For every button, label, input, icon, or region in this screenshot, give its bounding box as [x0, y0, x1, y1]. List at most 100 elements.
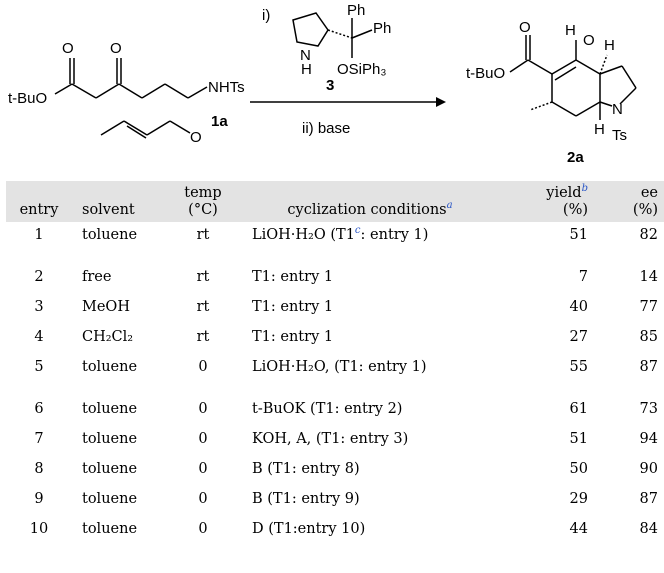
step-ii-label: ii) base [302, 120, 350, 137]
cell-entry: 2 [34, 269, 44, 285]
cell-conditions: B (T1: entry 9) [238, 486, 492, 516]
product-h1-label: H [565, 22, 576, 39]
catalyst-ph1-label: Ph [347, 2, 365, 19]
reactant-o2-label: O [110, 40, 122, 57]
cell-entry: 1 [34, 227, 44, 243]
cell-conditions: LiOH·H₂O, (T1: entry 1) [238, 354, 492, 396]
conditions-rest: : entry 1) [360, 227, 429, 243]
table-row: 4 CH₂Cl₂ rt T1: entry 1 27 85 [6, 324, 664, 354]
footnote-a[interactable]: a [446, 200, 453, 212]
cell-temp: rt [196, 329, 210, 345]
cell-solvent: MeOH [82, 299, 130, 315]
footnote-b[interactable]: b [581, 183, 588, 195]
conditions-text: T1: entry 1 [252, 268, 452, 287]
conditions-text: t-BuOK (T1: entry 2) [252, 400, 452, 419]
conditions-table-wrapper: entry solvent temp(°C) cyclization condi… [6, 181, 664, 546]
cell-entry: 9 [34, 491, 44, 507]
header-temp: temp(°C) [184, 185, 222, 218]
cell-conditions: T1: entry 1 [238, 294, 492, 324]
conditions-text: T1: entry 1 [252, 298, 452, 317]
cell-conditions: B (T1: entry 8) [238, 456, 492, 486]
conditions-main: LiOH·H₂O (T1 [252, 227, 355, 243]
product-ts-label: Ts [612, 127, 627, 144]
product-h3-label: H [594, 121, 605, 138]
cell-ee: 84 [639, 521, 658, 537]
product-label: 2a [567, 149, 584, 166]
reactant-o3-label: O [190, 129, 202, 146]
cell-temp: 0 [198, 431, 208, 447]
cell-ee: 87 [639, 491, 658, 507]
cell-ee: 14 [639, 269, 658, 285]
cell-yield: 44 [569, 521, 588, 537]
cell-yield: 7 [578, 269, 588, 285]
cell-conditions: t-BuOK (T1: entry 2) [238, 396, 492, 426]
cell-ee: 82 [639, 227, 658, 243]
cell-entry: 7 [34, 431, 44, 447]
cell-ee: 85 [639, 329, 658, 345]
conditions-text: B (T1: entry 9) [252, 490, 452, 509]
cell-solvent: toluene [82, 401, 138, 417]
cell-solvent: toluene [82, 491, 138, 507]
footnote-c[interactable]: c [354, 225, 361, 237]
cell-temp: rt [196, 269, 210, 285]
cell-temp: 0 [198, 521, 208, 537]
catalyst-structure [292, 12, 373, 58]
table-row: 9 toluene 0 B (T1: entry 9) 29 87 [6, 486, 664, 516]
cell-yield: 51 [569, 227, 588, 243]
conditions-main: T1: entry 1 [252, 269, 334, 285]
cell-entry: 8 [34, 461, 44, 477]
conditions-main: D (T1:entry 10) [252, 521, 366, 537]
conditions-main: KOH, A, (T1: entry 3) [252, 431, 409, 447]
catalyst-label: 3 [326, 77, 334, 94]
conditions-text: D (T1:entry 10) [252, 520, 452, 539]
cell-yield: 40 [569, 299, 588, 315]
cell-solvent: toluene [82, 359, 138, 375]
product-ester-label: t-BuO [466, 65, 505, 82]
cell-solvent: toluene [82, 227, 138, 243]
header-yield: yieldb(%) [546, 183, 588, 218]
product-2a-structure [509, 35, 637, 120]
cell-conditions: KOH, A, (T1: entry 3) [238, 426, 492, 456]
cell-entry: 4 [34, 329, 44, 345]
cell-conditions: T1: entry 1 [238, 264, 492, 294]
cell-yield: 29 [569, 491, 588, 507]
cell-yield: 27 [569, 329, 588, 345]
cell-entry: 3 [34, 299, 44, 315]
catalyst-osi-label: OSiPh₃ [337, 61, 386, 78]
cell-solvent: toluene [82, 521, 138, 537]
conditions-main: t-BuOK (T1: entry 2) [252, 401, 403, 417]
conditions-table: entry solvent temp(°C) cyclization condi… [6, 181, 664, 546]
cell-solvent: CH₂Cl₂ [82, 329, 134, 345]
product-h2-label: H [604, 37, 615, 54]
cell-yield: 50 [569, 461, 588, 477]
cell-ee: 77 [639, 299, 658, 315]
reactant-1a-structure [54, 58, 208, 139]
conditions-main: T1: entry 1 [252, 329, 334, 345]
conditions-text: T1: entry 1 [252, 328, 452, 347]
cell-yield: 51 [569, 431, 588, 447]
reactant-nhts-label: NHTs [208, 79, 245, 96]
cell-solvent: toluene [82, 461, 138, 477]
cell-conditions: LiOH·H₂O (T1c: entry 1) [238, 222, 492, 264]
catalyst-h-label: H [301, 61, 312, 78]
conditions-main: T1: entry 1 [252, 299, 334, 315]
cell-ee: 87 [639, 359, 658, 375]
header-solvent: solvent [82, 202, 135, 218]
cell-yield: 61 [569, 401, 588, 417]
arrow-head [436, 97, 446, 107]
reactant-ester-label: t-BuO [8, 90, 47, 107]
reactant-label: 1a [211, 113, 228, 130]
catalyst-n-label: N [300, 47, 311, 64]
cell-solvent: toluene [82, 431, 138, 447]
cell-temp: 0 [198, 491, 208, 507]
cell-conditions: D (T1:entry 10) [238, 516, 492, 546]
